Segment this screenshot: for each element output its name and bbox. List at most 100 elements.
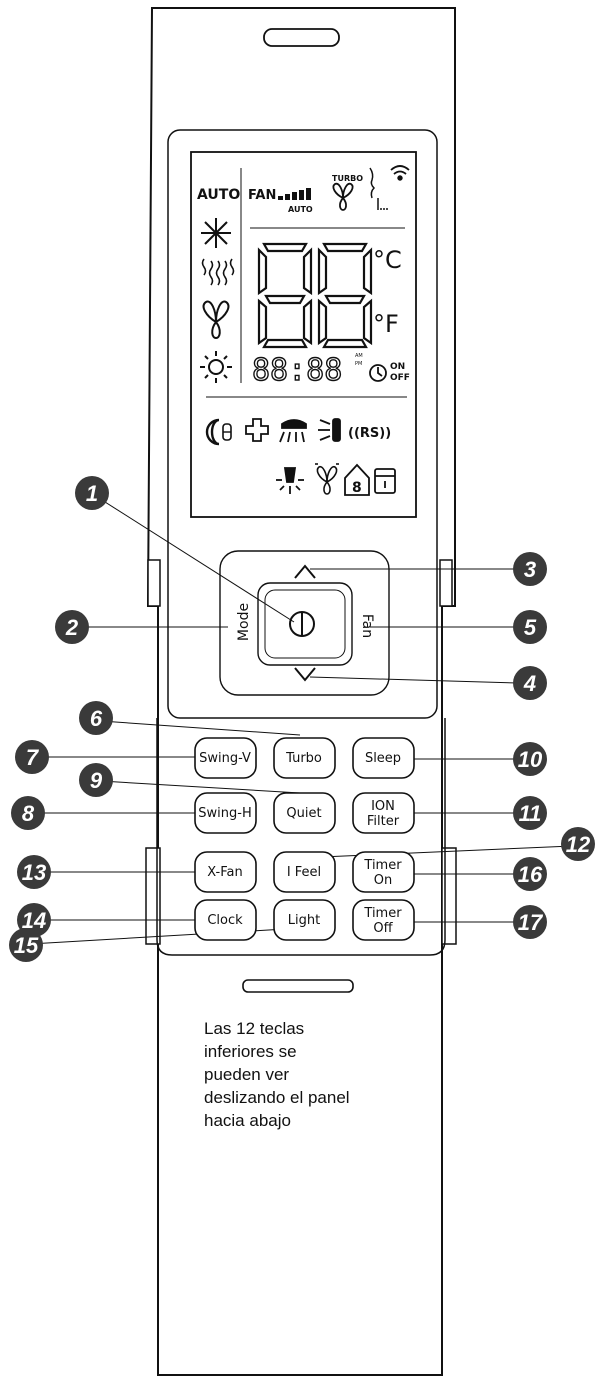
right-rail (439, 559, 453, 607)
light-button[interactable] (273, 899, 336, 941)
power-button[interactable] (264, 589, 346, 659)
callout-markers: 1 2 3 4 5 6 7 8 9 10 11 12 13 14 15 16 1… (9, 476, 595, 962)
timer-on-button[interactable] (352, 851, 415, 893)
up-arrow-icon[interactable] (294, 564, 316, 579)
callout-13-number: 13 (22, 860, 46, 885)
clock-button[interactable] (194, 899, 257, 941)
note-line-2: inferiores se (204, 1042, 297, 1061)
callout-16-number: 16 (518, 862, 543, 887)
heat-mode-icon (200, 351, 232, 383)
swing-h-button[interactable] (194, 792, 257, 834)
callout-15-marker (9, 928, 43, 962)
i-feel-button[interactable] (273, 851, 336, 893)
callout-12-number: 12 (566, 832, 591, 857)
swing-h-label: Swing-H (198, 806, 251, 821)
sleep-button[interactable] (352, 737, 415, 779)
lamp-icon (276, 467, 304, 494)
callout-16-marker (513, 857, 547, 891)
note-line-1: Las 12 teclas (204, 1019, 305, 1038)
timer-on-label-line1: Timer (363, 858, 402, 873)
callout-2-number: 2 (65, 615, 79, 640)
callout-3-number: 3 (524, 557, 536, 582)
mode-button[interactable]: Mode (236, 603, 252, 641)
swing-v-label: Swing-V (199, 751, 251, 766)
lcd-fan-auto-label: AUTO (288, 205, 313, 214)
timer-off-button[interactable] (352, 899, 415, 941)
temp-digits (257, 242, 373, 349)
lcd-turbo-label: TURBO (332, 174, 363, 183)
quiet-button[interactable] (273, 792, 336, 834)
callout-12-marker (561, 827, 595, 861)
turbo-button[interactable] (273, 737, 336, 779)
callout-17-number: 17 (518, 910, 544, 935)
home-number: 8 (352, 480, 362, 496)
light-beam-icon (318, 418, 341, 442)
light-label: Light (288, 913, 320, 928)
callout-2-marker (55, 610, 89, 644)
dry-mode-icon (201, 258, 235, 286)
sleep-label: Sleep (365, 751, 401, 766)
fan-speed-bars (278, 188, 311, 200)
callout-6-marker (79, 701, 113, 735)
child-lock-icon (374, 468, 396, 494)
callout-lines (29, 494, 573, 945)
timer-off-label-line2: Off (373, 921, 393, 936)
x-fan-icon (315, 463, 339, 495)
note-line-3: pueden ver (204, 1065, 290, 1084)
lcd-clock: 88:88 (252, 353, 342, 388)
callout-8-marker (11, 796, 45, 830)
lcd-off-label: OFF (390, 373, 410, 383)
callout-11-marker (513, 796, 547, 830)
snowflake-icon (201, 218, 231, 248)
fan-button[interactable]: Fan (359, 614, 375, 638)
power-icon (289, 611, 315, 637)
callout-10-number: 10 (518, 747, 543, 772)
callout-4-number: 4 (523, 671, 536, 696)
callout-5-marker (513, 610, 547, 644)
i-feel-label: I Feel (287, 865, 321, 880)
callout-10-marker (513, 742, 547, 776)
x-fan-button[interactable] (194, 851, 257, 893)
callout-7-marker (15, 740, 49, 774)
callout-9-marker (79, 763, 113, 797)
callout-5-number: 5 (524, 615, 537, 640)
home-icon (344, 463, 370, 496)
callout-13-marker (17, 855, 51, 889)
callout-9-number: 9 (90, 768, 103, 793)
timer-off-label-line1: Timer (363, 906, 402, 921)
ion-label-line1: ION (371, 799, 395, 814)
fan-mode-icon (202, 300, 230, 340)
left-rail-lower (145, 847, 161, 945)
lcd-am-label: AM (355, 353, 363, 359)
swing-air-icon (279, 419, 307, 443)
ir-window (263, 28, 340, 47)
callout-8-number: 8 (22, 801, 35, 826)
clock-label: Clock (207, 913, 243, 928)
left-rail (147, 559, 161, 607)
callout-15-number: 15 (14, 933, 39, 958)
callout-17-marker (513, 905, 547, 939)
note-line-5: hacia abajo (204, 1111, 291, 1130)
sliding-panel (156, 718, 446, 956)
lcd-fan-label: FAN (248, 188, 276, 203)
down-arrow-icon[interactable] (294, 667, 316, 682)
ion-label-line2: Filter (367, 814, 400, 829)
callout-1-number: 1 (86, 481, 98, 506)
wifi-icon (390, 165, 410, 181)
slide-panel-note: Las 12 teclas inferiores se pueden ver d… (204, 1017, 404, 1132)
lcd-pm-label: PM (355, 361, 362, 367)
unit-celsius: °C (373, 246, 402, 274)
callout-11-number: 11 (519, 801, 542, 826)
ion-filter-button[interactable] (352, 792, 415, 834)
callout-6-number: 6 (90, 706, 103, 731)
x-fan-label: X-Fan (207, 865, 242, 880)
lcd-auto-label: AUTO (197, 187, 240, 203)
callout-4-marker (513, 666, 547, 700)
callout-1-marker (75, 476, 109, 510)
swing-v-button[interactable] (194, 737, 257, 779)
right-rail-lower (441, 847, 457, 945)
rs-icon: ((RS)) (348, 426, 391, 441)
timer-on-label-line2: On (374, 873, 392, 888)
quiet-label: Quiet (286, 806, 321, 821)
